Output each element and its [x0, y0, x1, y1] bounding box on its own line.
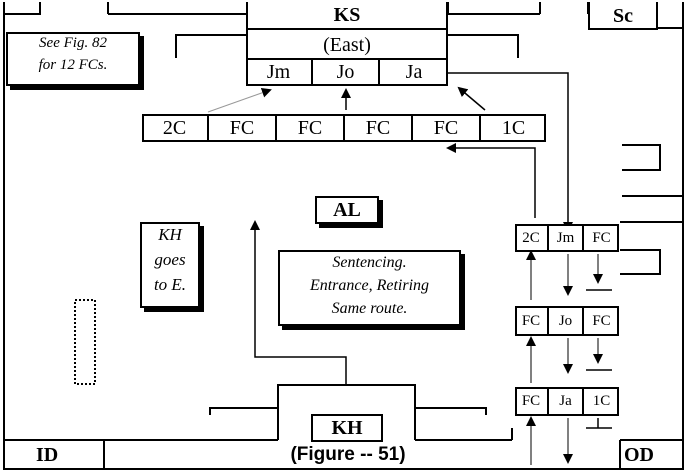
ks-bench-left — [175, 34, 246, 58]
sentencing-line1: Sentencing. — [332, 254, 407, 271]
kh-enclosure — [209, 384, 487, 415]
ks-bench-right — [448, 34, 519, 58]
right-row-1-seat: 2C — [515, 224, 549, 252]
kh-label: KH — [331, 416, 363, 439]
right-row-3-seat: 1C — [592, 393, 611, 409]
od-label: OD — [624, 444, 654, 466]
ks-seat-ja: Ja — [405, 60, 423, 83]
kh-goes-line1: KH — [158, 225, 182, 244]
kh-goes-line3: to E. — [153, 275, 187, 294]
sc-block — [588, 2, 658, 30]
fc-row-seat-fc: FC — [209, 114, 277, 142]
fc-row-seat-1c: 1C — [501, 116, 526, 139]
outer-wall — [3, 2, 684, 470]
dotted-table — [74, 299, 96, 385]
kh-goes-line2: goes — [154, 250, 186, 269]
sentencing-line3: Same route. — [331, 300, 408, 317]
id-label: ID — [36, 444, 59, 466]
right-row-3-seat: Ja — [549, 387, 584, 416]
ks-seat-jo: Jo — [313, 58, 380, 86]
kh-box — [311, 414, 383, 442]
right-row-2-seat: Jo — [549, 306, 584, 336]
sentencing-note — [278, 250, 461, 326]
right-row-3 — [515, 387, 619, 416]
fc-row-seat-2c: 2C — [142, 114, 209, 142]
fc-row-seat-fc: FC — [413, 114, 481, 142]
sc-label: Sc — [613, 4, 633, 27]
al-box — [315, 196, 379, 224]
figure-caption: (Figure -- 51) — [290, 444, 406, 465]
right-row-3-seat: FC — [515, 387, 549, 416]
sentencing-line2: Entrance, Retiring — [309, 277, 430, 294]
right-row-2-seat: FC — [592, 312, 611, 329]
right-row-1 — [515, 224, 619, 252]
right-row-1-seat: Jm — [549, 224, 584, 252]
ks-seat-jm: Jm — [246, 58, 313, 86]
fig82-note — [6, 32, 140, 86]
right-row-2 — [515, 306, 619, 336]
right-row-2-seat: FC — [515, 306, 549, 336]
fig82-note-line2: for 12 FCs. — [38, 57, 108, 73]
top-left-partition — [4, 2, 41, 15]
kh-goes-note — [140, 222, 200, 308]
ks-east-label: (East) — [323, 33, 371, 56]
fc-row-seat-fc: FC — [345, 114, 413, 142]
ks-seat-row — [246, 58, 448, 86]
right-row-1-seat: FC — [592, 229, 611, 246]
ja-route — [448, 72, 573, 232]
fig82-note-line1: See Fig. 82 — [39, 35, 107, 51]
al-label: AL — [333, 198, 361, 221]
kh-route-line — [250, 220, 347, 385]
ks-label: KS — [333, 3, 361, 26]
fc-row-seat-fc: FC — [277, 114, 345, 142]
